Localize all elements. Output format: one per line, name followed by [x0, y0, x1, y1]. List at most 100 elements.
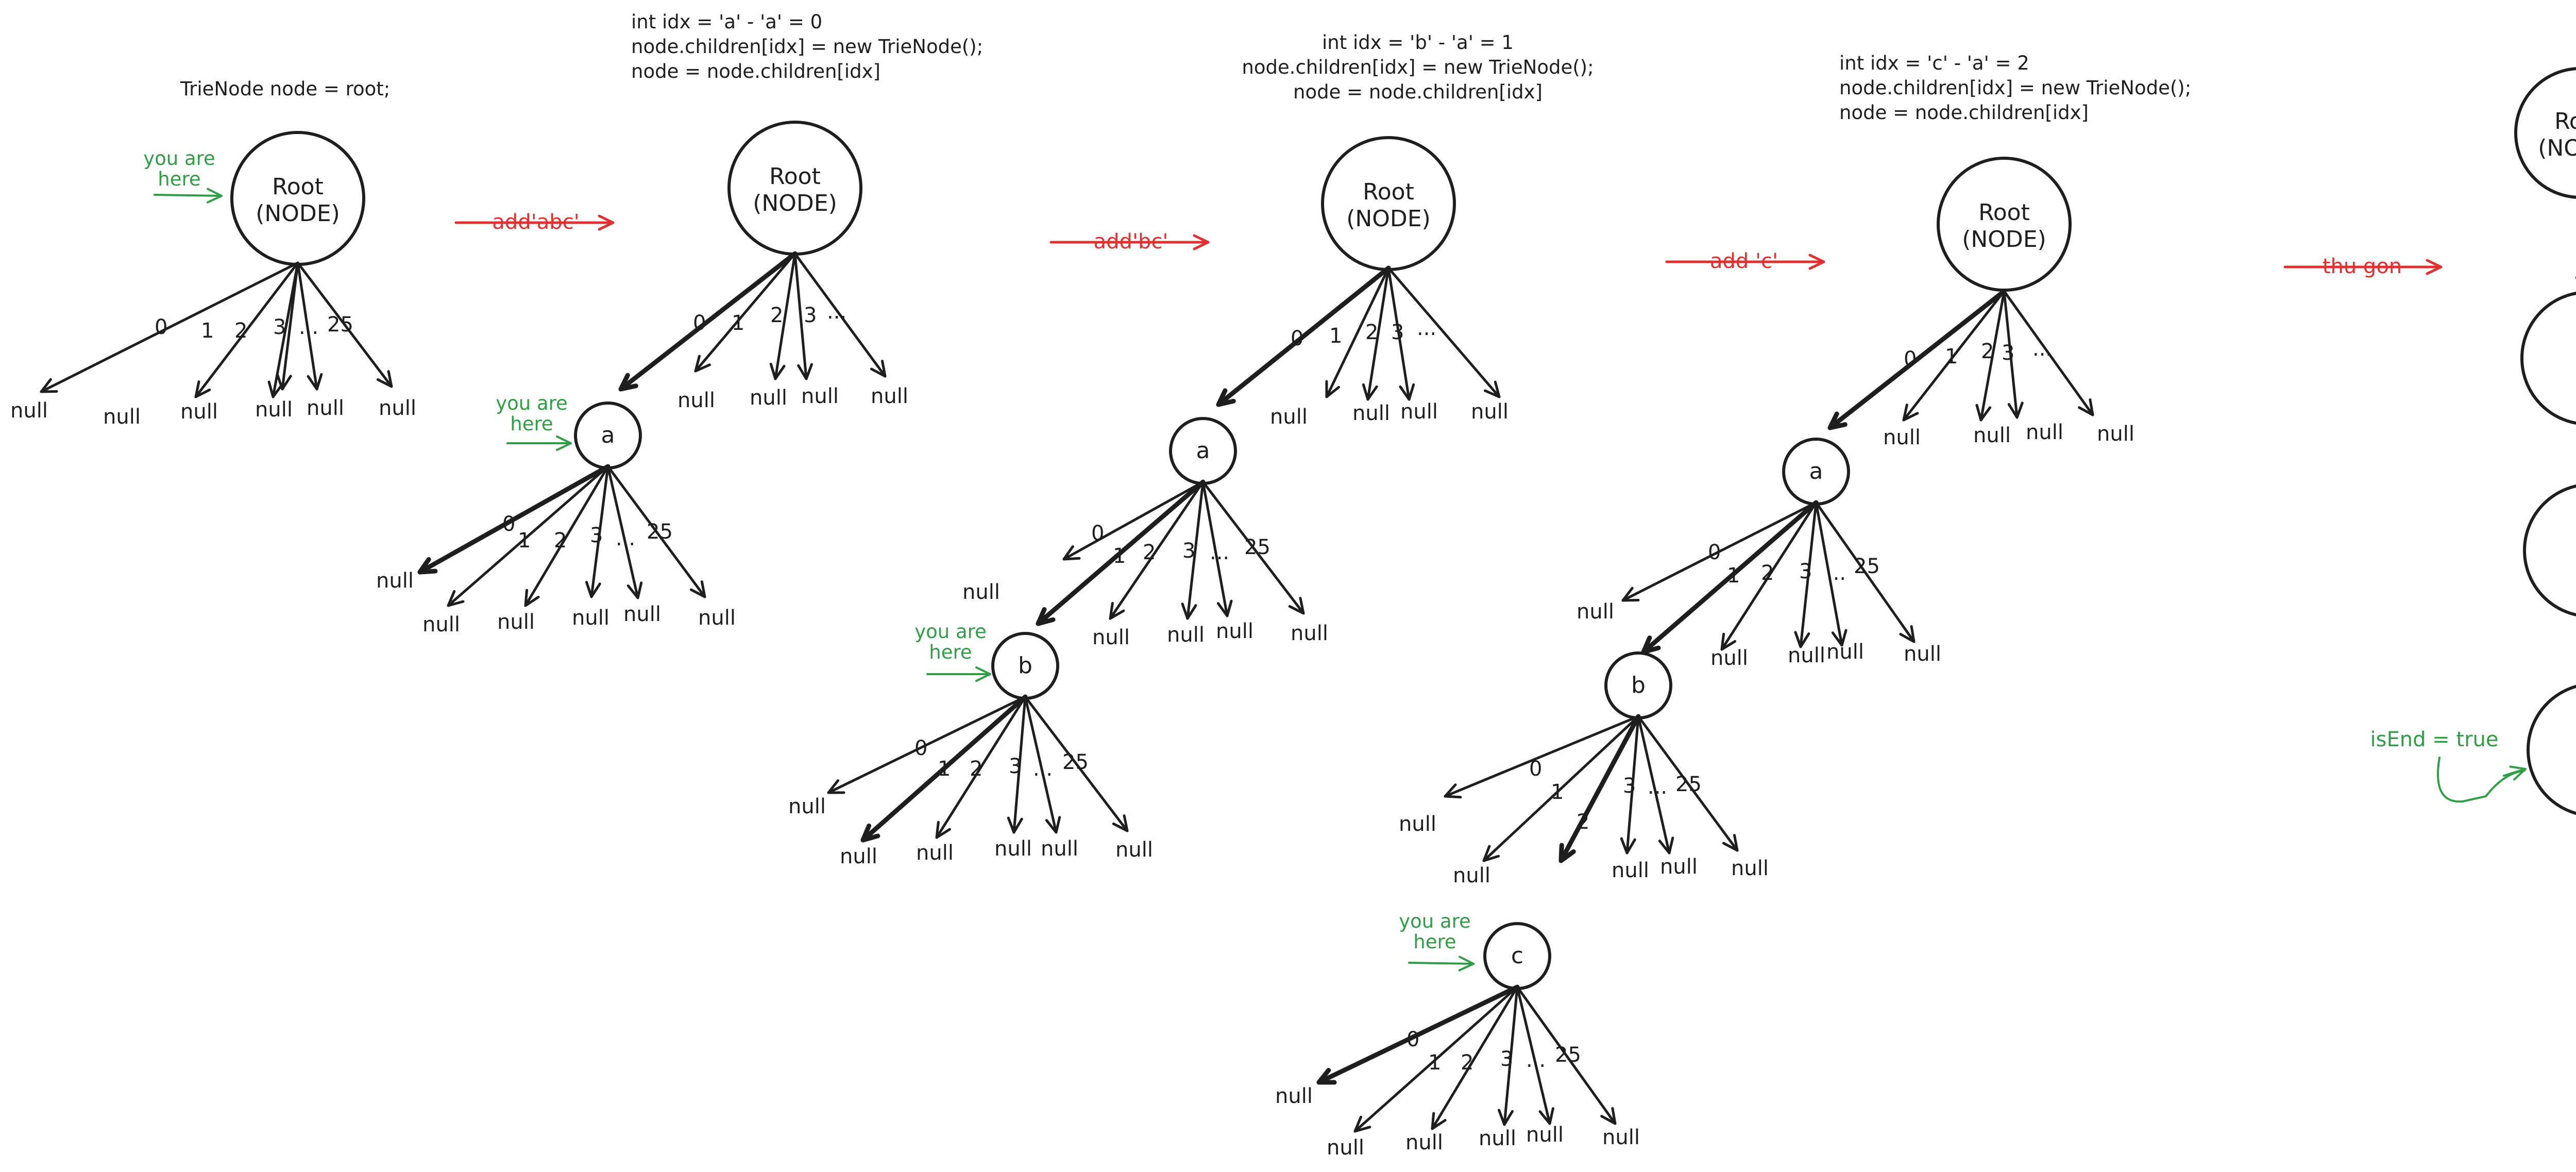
child-index-label: ... [2032, 337, 2052, 361]
null-label: null [572, 606, 609, 630]
trie-node-b: b [991, 632, 1059, 700]
null-label: null [1275, 1084, 1313, 1108]
child-index-label: 3 [2002, 341, 2014, 365]
root-node-sublabel: (NODE) [753, 190, 837, 216]
arrow-head [797, 363, 814, 380]
step-arrow-label: add 'c' [1710, 249, 1778, 273]
code-line: node = node.children[idx] [1293, 81, 1543, 103]
child-index-label: ... [1648, 775, 1667, 799]
arrow-head [1288, 597, 1305, 615]
child-index-label: 1 [938, 757, 951, 781]
arrow-shaft [1799, 501, 1818, 648]
null-label: null [1973, 424, 2011, 447]
step-arrow [2283, 259, 2443, 275]
arrow-head [1558, 843, 1576, 863]
child-index-label: 1 [732, 311, 744, 335]
child-index-label: 3 [1799, 560, 1812, 583]
child-pointer-arrow [606, 465, 643, 599]
root-node: Root(NODE) [2514, 67, 2576, 199]
child-index-label: ... [1033, 757, 1053, 781]
you-are-here-text: here [1413, 931, 1456, 953]
null-label: null [994, 837, 1032, 861]
child-index-label: 25 [1854, 555, 1880, 578]
null-label: null [623, 602, 661, 626]
null-label: null [103, 405, 141, 429]
child-pointer-arrow [1201, 480, 1233, 617]
child-pointer-arrow [793, 252, 814, 380]
trie-node-a: a [1782, 438, 1850, 506]
code-block: int idx = 'a' - 'a' = 0node.children[idx… [631, 11, 983, 82]
child-pointer-arrow [1024, 695, 1129, 832]
child-index-label: 2 [554, 529, 567, 552]
arrow-head [1794, 631, 1810, 648]
arrow-shaft [1387, 266, 1501, 398]
step-arrow-label: add'abc' [492, 210, 579, 234]
child-index-label: 3 [804, 304, 817, 327]
child-pointer-arrow [1794, 501, 1818, 648]
trie-node-a: a [574, 401, 642, 470]
child-pointer-arrow [1353, 985, 1519, 1133]
arrow-shaft [2003, 290, 2094, 416]
trie-node-a-label: a [1809, 458, 1823, 484]
arrow-head [1216, 599, 1233, 617]
trie-node-a-label: a [1196, 438, 1210, 464]
arrow-head [1112, 814, 1129, 832]
arrow-shaft [1062, 480, 1205, 561]
child-index-label: 2 [1981, 340, 1994, 363]
root-node-label: Root [769, 163, 821, 190]
trie-node-b: b [1604, 651, 1672, 719]
arrow-head [417, 557, 438, 575]
arrow-shaft [606, 465, 639, 599]
child-pointer-arrow [694, 252, 796, 373]
arrow-head [975, 666, 991, 682]
you-are-here-text: you are [914, 621, 987, 643]
null-label: null [1577, 600, 1614, 624]
arrow-head [1109, 601, 1125, 620]
arrow-shaft [296, 261, 318, 391]
child-index-label: ... [299, 315, 318, 339]
arrow-head [1827, 411, 1848, 430]
null-label: null [379, 396, 416, 420]
child-pointer-arrow [194, 261, 299, 398]
null-label: null [422, 613, 460, 637]
arrow-shaft [694, 252, 796, 373]
child-index-label: 0 [155, 315, 167, 339]
null-label: null [180, 400, 218, 424]
child-pointer-arrow [860, 694, 1028, 843]
trie-node-c-label: c [1511, 943, 1523, 969]
null-label: null [1904, 642, 1941, 666]
child-pointer-arrow [40, 261, 299, 393]
arrow-shaft [1637, 715, 1671, 855]
root-node-sublabel: (NODE) [2538, 135, 2576, 161]
arrow-shaft [1024, 695, 1129, 832]
arrow-head [1316, 1068, 1337, 1085]
child-pointer-arrow [1815, 501, 1916, 643]
trie-node-b: b [2523, 484, 2576, 616]
arrow-head [1975, 404, 1992, 422]
child-index-label: 1 [1551, 780, 1564, 804]
child-index-label: 0 [914, 736, 927, 760]
arrow-head [1062, 545, 1081, 561]
root-node-label: Root [1978, 199, 2030, 226]
child-pointer-arrow [1325, 266, 1390, 398]
child-index-label: ... [1417, 316, 1436, 340]
child-index-label: 2 [970, 757, 982, 781]
arrow-head [585, 581, 601, 598]
child-index-label: 1 [518, 529, 531, 552]
null-label: null [376, 569, 414, 593]
you-are-here-arrow [926, 666, 991, 682]
child-index-label: 2 [1577, 810, 1589, 834]
arrow-head [555, 435, 572, 451]
step-arrow-label: thu gon [2323, 255, 2402, 278]
null-label: null [497, 610, 535, 634]
child-index-label: 2 [234, 319, 247, 343]
you-are-here-arrow [506, 435, 572, 451]
child-pointer-arrow [1558, 714, 1641, 863]
null-label: null [2026, 421, 2063, 444]
arrow-head [194, 380, 211, 398]
arrow-shaft [1353, 985, 1519, 1133]
